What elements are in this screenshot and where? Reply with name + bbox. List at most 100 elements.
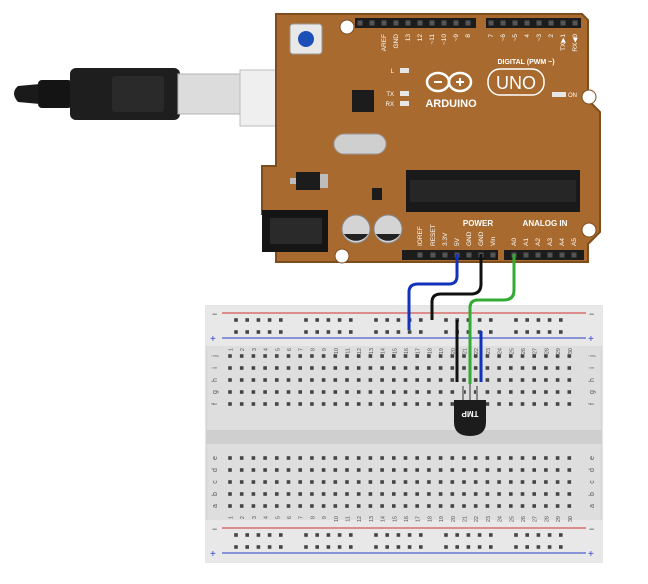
breadboard-hole (321, 468, 326, 472)
breadboard-hole (532, 378, 536, 382)
reset-button[interactable] (289, 23, 323, 55)
breadboard-hole (485, 492, 490, 496)
rail-hole (466, 318, 471, 322)
rail-minus-label: − (212, 524, 217, 534)
breadboard-hole (544, 402, 548, 406)
power-analog-pin-label: GND (466, 231, 473, 246)
breadboard-hole (333, 402, 338, 406)
rail-hole (559, 545, 563, 549)
on-label: ON (568, 93, 577, 99)
power-analog-pin-label: RESET (430, 224, 437, 246)
wires (407, 254, 516, 384)
breadboard-hole (427, 480, 431, 484)
breadboard-hole (520, 378, 525, 382)
rail-hole (315, 330, 319, 334)
power-analog-pin-label: A5 (571, 238, 578, 246)
breadboard-hole (438, 402, 443, 406)
breadboard-hole (333, 480, 338, 484)
rail-hole (547, 533, 552, 537)
breadboard-hole (403, 354, 408, 358)
power-analog-pin-label: A2 (535, 238, 542, 246)
breadboard-hole (286, 492, 291, 496)
column-number: 20 (451, 348, 457, 354)
breadboard-hole (333, 492, 338, 496)
header-pin (559, 252, 565, 258)
column-number: 13 (369, 516, 375, 522)
breadboard-hole (345, 468, 349, 472)
breadboard-hole (509, 468, 513, 472)
capacitor (373, 214, 403, 244)
breadboard-hole (438, 492, 443, 496)
column-number: 4 (264, 348, 270, 351)
breadboard-hole (392, 492, 396, 496)
rail-plus-label: + (588, 549, 594, 560)
digital-pin-label: ~10 (441, 34, 448, 45)
breadboard-hole (228, 468, 232, 472)
breadboard-hole (497, 402, 501, 406)
breadboard-hole (497, 504, 501, 508)
header-pin (523, 252, 529, 258)
rail-hole (559, 533, 563, 537)
atmega-chip (406, 170, 580, 212)
column-number: 6 (287, 516, 293, 519)
breadboard-hole (263, 456, 267, 460)
digital-pin-label: ~6 (500, 34, 507, 42)
breadboard-hole (286, 468, 291, 472)
breadboard-hole (275, 366, 279, 370)
breadboard-hole (403, 402, 408, 406)
breadboard-hole (356, 390, 361, 394)
breadboard-hole (333, 378, 338, 382)
rail-hole (419, 330, 423, 334)
breadboard-hole (228, 366, 232, 370)
breadboard-hole (228, 402, 232, 406)
breadboard-hole (275, 390, 279, 394)
breadboard-hole (310, 456, 314, 460)
breadboard-hole (310, 492, 314, 496)
breadboard-hole (509, 456, 513, 460)
breadboard-hole (520, 456, 525, 460)
breadboard-hole (251, 402, 256, 406)
rail-hole (326, 318, 331, 322)
rail-hole (525, 330, 529, 334)
rail-plus-label: + (210, 334, 216, 345)
rail-hole (536, 533, 541, 537)
digital-header-label: DIGITAL (PWM ~) (497, 59, 554, 66)
rail-hole (489, 318, 493, 322)
breadboard-hole (415, 504, 419, 508)
breadboard-hole (251, 354, 256, 358)
header-pin (560, 20, 566, 26)
breadboard-hole (544, 456, 548, 460)
rail-hole (315, 318, 319, 322)
row-letter: f (589, 403, 596, 405)
breadboard-hole (462, 456, 466, 460)
breadboard-hole (392, 480, 396, 484)
breadboard-hole (567, 378, 572, 382)
breadboard-hole (298, 468, 302, 472)
breadboard-hole (251, 366, 256, 370)
row-letter: c (212, 480, 219, 484)
rail-hole (407, 330, 412, 334)
breadboard-hole (415, 480, 419, 484)
row-letter: g (212, 390, 219, 394)
breadboard-hole (509, 504, 513, 508)
rail-hole (396, 318, 401, 322)
column-number: 23 (486, 516, 492, 522)
column-number: 28 (544, 348, 550, 354)
column-number: 15 (392, 516, 398, 522)
breadboard-hole (263, 354, 267, 358)
breadboard-hole (438, 378, 443, 382)
digital-pin-label: 12 (417, 34, 424, 42)
column-number: 14 (381, 516, 387, 522)
header-pin (465, 20, 471, 26)
breadboard-hole (544, 468, 548, 472)
rail-hole (256, 545, 261, 549)
led-rx (400, 101, 409, 106)
column-number: 2 (240, 348, 246, 351)
breadboard-hole (263, 366, 267, 370)
breadboard-hole (427, 492, 431, 496)
breadboard-hole (380, 402, 384, 406)
breadboard-hole (263, 378, 267, 382)
header-pin (524, 20, 530, 26)
breadboard-hole (356, 366, 361, 370)
